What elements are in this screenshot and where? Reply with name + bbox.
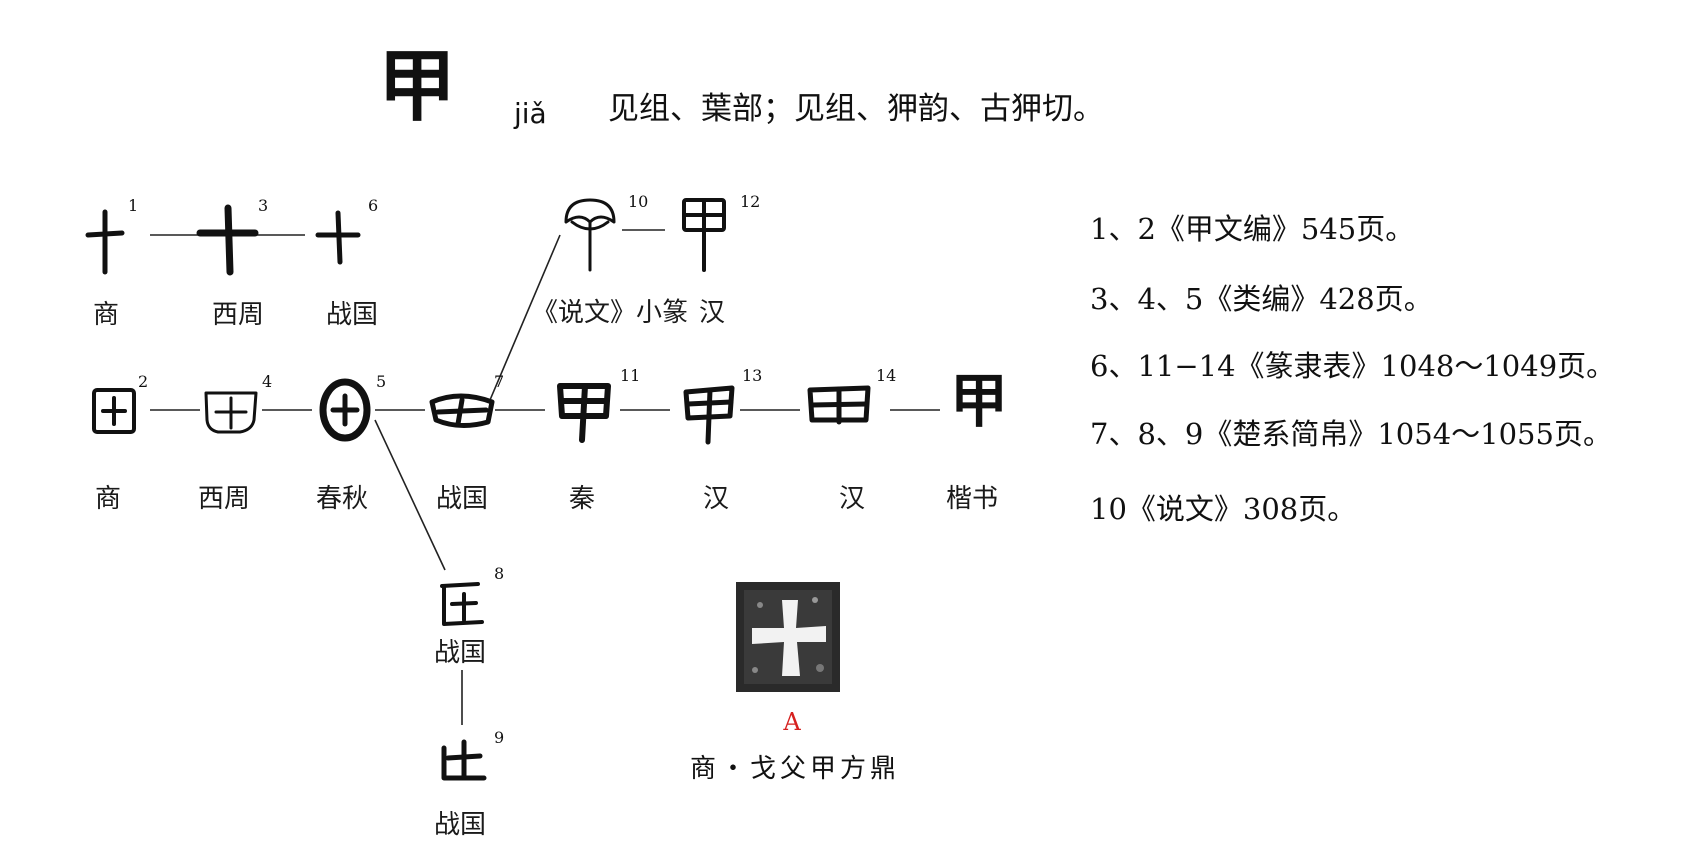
seal-rubbing-image (736, 582, 840, 692)
period-label-6: 战国 (325, 300, 378, 330)
glyph-1 (85, 209, 125, 275)
source-ref-2: 3、4、5《类编》428页。 (1090, 282, 1433, 316)
source-ref-5: 10《说文》308页。 (1090, 492, 1357, 526)
source-ref-3: 6、11−14《篆隶表》1048～1049页。 (1090, 349, 1616, 383)
glyph-13 (683, 385, 735, 445)
glyph-index-14: 14 (876, 366, 897, 385)
glyph-index-2: 2 (138, 372, 149, 391)
glyph-10 (564, 198, 616, 272)
head-character: 甲 (378, 41, 457, 132)
glyph-3 (196, 204, 259, 276)
connector-7-10 (489, 234, 561, 401)
period-label-1: 商 (92, 300, 119, 330)
glyph-12 (682, 198, 726, 272)
seal-caption: 商・戈父甲方鼎 (689, 754, 900, 784)
glyph-index-12: 12 (740, 192, 761, 211)
glyph-index-9: 9 (494, 728, 505, 747)
glyph-6 (315, 210, 361, 265)
glyph-8 (440, 582, 484, 626)
period-label-13: 汉 (702, 484, 729, 514)
period-label-7: 战国 (435, 484, 488, 514)
source-ref-1: 1、2《甲文编》545页。 (1090, 212, 1415, 246)
seal-label: A (783, 708, 801, 736)
pinyin: jiǎ (514, 97, 547, 130)
glyph-index-6: 6 (368, 196, 379, 215)
glyph-9 (441, 739, 487, 781)
period-label-5: 春秋 (315, 484, 368, 514)
glyph-index-11: 11 (620, 366, 641, 385)
glyph-index-1: 1 (128, 196, 139, 215)
glyph-5 (319, 378, 371, 442)
period-label-8: 战国 (433, 638, 486, 668)
glyph-index-5: 5 (376, 372, 387, 391)
glyph-index-4: 4 (262, 372, 273, 391)
period-label-11: 秦 (568, 484, 595, 514)
connector-5-8 (374, 419, 446, 571)
glyph-index-10: 10 (628, 192, 649, 211)
glyph-index-13: 13 (742, 366, 763, 385)
period-label-3: 西周 (211, 300, 264, 330)
period-label-2: 商 (94, 484, 121, 514)
glyph-2 (92, 388, 136, 434)
glyph-index-3: 3 (258, 196, 269, 215)
kaishu-glyph: 甲 (950, 367, 1009, 435)
period-label-14: 汉 (838, 484, 865, 514)
glyph-11 (557, 383, 611, 443)
period-label-kaishu: 楷书 (945, 484, 998, 514)
period-label-12: 汉 (698, 298, 725, 328)
period-label-4: 西周 (197, 484, 250, 514)
glyph-index-8: 8 (494, 564, 505, 583)
glyph-4 (204, 391, 258, 434)
glyph-index-7: 7 (494, 372, 505, 391)
phonology-description: 见组、葉部；见组、狎韵、古狎切。 (608, 91, 1104, 127)
glyph-7 (429, 393, 495, 428)
period-label-9: 战国 (433, 810, 486, 840)
period-label-10: 《说文》小篆 (532, 298, 689, 328)
glyph-14 (807, 385, 871, 425)
source-ref-4: 7、8、9《楚系简帛》1054～1055页。 (1090, 417, 1612, 451)
